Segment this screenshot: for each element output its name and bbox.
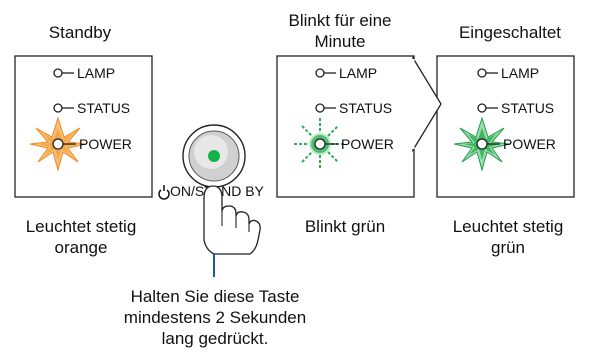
standby-panel [14,55,153,198]
instruction-text: Halten Sie diese Taste mindestens 2 Seku… [123,287,307,348]
standby-lamp-label: LAMP [77,65,116,81]
blink-power-label: POWER [341,136,394,152]
standby-status-label: STATUS [77,100,131,116]
blink-panel [276,55,415,198]
on-power-label: POWER [503,136,556,152]
on-panel [436,55,575,198]
on-title: Eingeschaltet [458,23,562,42]
on-caption: Leuchtet stetig grün [452,217,564,257]
blink-title: Blinkt für eine Minute [288,11,392,51]
on-status-label: STATUS [501,100,555,116]
standby-caption: Leuchtet stetig orange [25,217,137,257]
on-lamp-label: LAMP [501,65,540,81]
power-icon [158,185,170,200]
blink-caption: Blinkt grün [304,217,386,236]
pressing-hand-icon [203,185,261,255]
button-led-icon [208,150,220,162]
blink-status-label: STATUS [339,100,393,116]
standby-title: Standby [48,23,112,42]
blink-lamp-label: LAMP [339,65,378,81]
standby-power-label: POWER [79,136,132,152]
on-standby-button[interactable] [182,124,246,188]
